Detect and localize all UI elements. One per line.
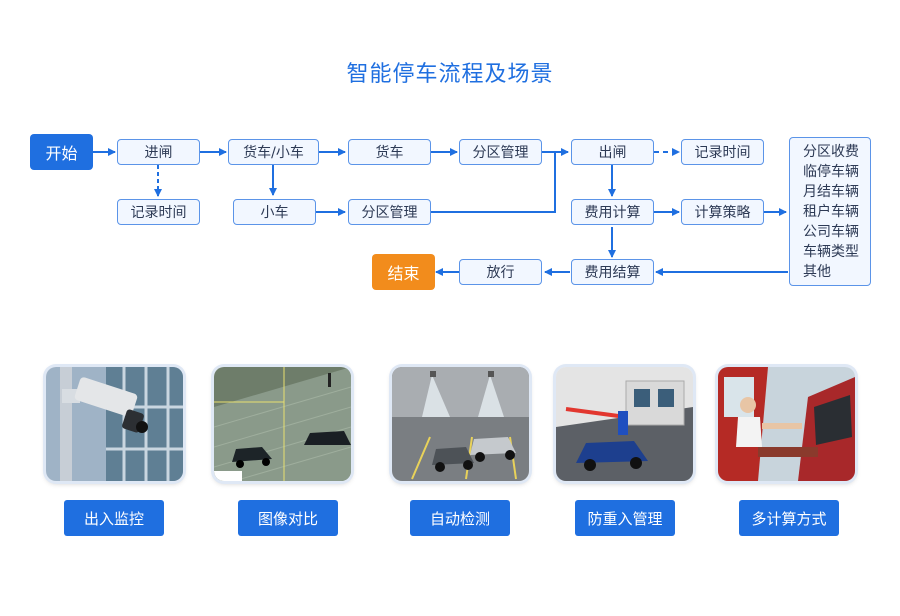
- fee-settlement-node: 费用结算: [571, 259, 654, 285]
- automatic-detection-image: [392, 367, 529, 481]
- release-node: 放行: [459, 259, 542, 285]
- line-carzone-exit: [431, 152, 556, 213]
- flow-connectors: [93, 148, 788, 276]
- strategy-item: 租户车辆: [803, 204, 859, 220]
- strategy-list: 分区收费 临停车辆 月结车辆 租户车辆 公司车辆 车辆类型 其他: [789, 137, 871, 286]
- page-title: 智能停车流程及场景: [346, 62, 554, 87]
- strategy-item: 车辆类型: [803, 244, 859, 260]
- car-zone-management-node: 分区管理: [348, 199, 431, 225]
- scene-label-anti-reentry: 防重入管理: [575, 500, 675, 536]
- scene-label-monitoring: 出入监控: [64, 500, 164, 536]
- car-node: 小车: [233, 199, 316, 225]
- barrier-gate-image: [556, 367, 693, 481]
- strategy-item: 临停车辆: [803, 164, 859, 180]
- surveillance-camera-image: [46, 367, 183, 481]
- scene-label-calc-methods: 多计算方式: [739, 500, 839, 536]
- entry-gate-node: 进闸: [117, 139, 200, 165]
- end-node: 结束: [372, 254, 435, 290]
- calculation-strategy-node: 计算策略: [681, 199, 764, 225]
- fee-calculation-node: 费用计算: [571, 199, 654, 225]
- scene-label-auto-detect: 自动检测: [410, 500, 510, 536]
- entry-record-time-node: 记录时间: [117, 199, 200, 225]
- start-node: 开始: [30, 134, 93, 170]
- exit-record-time-node: 记录时间: [681, 139, 764, 165]
- vehicle-type-node: 货车/小车: [228, 139, 319, 165]
- toll-payment-image: [718, 367, 855, 481]
- strategy-item: 其他: [803, 264, 831, 280]
- image-comparison-image: [214, 367, 351, 481]
- strategy-item: 分区收费: [803, 144, 859, 160]
- strategy-item: 月结车辆: [803, 184, 859, 200]
- scene-label-image-compare: 图像对比: [238, 500, 338, 536]
- truck-zone-management-node: 分区管理: [459, 139, 542, 165]
- strategy-item: 公司车辆: [803, 224, 859, 240]
- exit-gate-node: 出闸: [571, 139, 654, 165]
- truck-node: 货车: [348, 139, 431, 165]
